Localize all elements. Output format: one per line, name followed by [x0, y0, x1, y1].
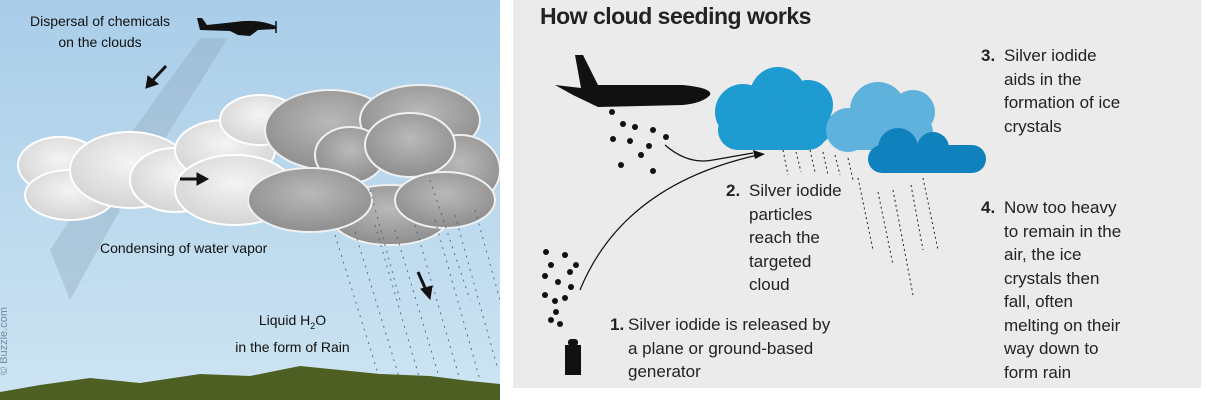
rain-label-line1: Liquid H2O	[215, 310, 370, 337]
step-line: melting on their	[1004, 315, 1121, 335]
ground-hills	[0, 366, 500, 400]
dark-clouds	[247, 84, 500, 246]
ground-generator-icon	[565, 345, 581, 375]
rain-streaks	[334, 179, 500, 381]
step-line: cloud	[749, 275, 790, 294]
right-panel-infographic: How cloud seeding works 1. Silver iodide…	[513, 0, 1201, 388]
subscript: 2	[310, 320, 316, 331]
airplane-icon	[555, 55, 711, 107]
down-arrow-icon	[416, 271, 428, 291]
step-line: crystals	[1004, 116, 1062, 136]
step-2: 2. Silver iodide particles reach the tar…	[726, 179, 842, 297]
arrow-head-icon	[753, 150, 765, 159]
step-line: to remain in the	[1004, 221, 1122, 241]
step-line: fall, often	[1004, 292, 1073, 311]
step-line: formation of ice	[1004, 93, 1121, 112]
left-illustration-graphic	[0, 0, 500, 400]
text: Liquid H	[258, 312, 311, 328]
rain-label: Liquid H2O in the form of Rain	[215, 310, 370, 358]
step-number: 1.	[610, 315, 625, 334]
cloud-blue	[715, 67, 833, 150]
step-line: air, the ice	[1004, 245, 1082, 264]
step-line: a plane or ground-based	[628, 338, 814, 358]
step-line: Silver iodide	[1004, 46, 1097, 65]
infographic-title: How cloud seeding works	[540, 3, 811, 29]
step-line: reach the	[749, 228, 820, 247]
falling-ice-streaks	[782, 149, 939, 296]
step-line: generator	[628, 362, 701, 381]
left-panel-illustration: Dispersal of chemicals on the clouds Con…	[0, 0, 500, 400]
step-line: Silver iodide	[749, 181, 842, 200]
arrows	[145, 64, 433, 301]
rain-label-line2: in the form of Rain	[235, 338, 350, 355]
step-line: targeted	[749, 251, 812, 271]
down-left-arrow-icon	[149, 64, 168, 84]
plane-particles	[609, 109, 669, 174]
text: O	[315, 312, 327, 328]
label-line: on the clouds	[58, 34, 142, 50]
dispersal-label: Dispersal of chemicals on the clouds	[10, 11, 190, 53]
step-number: 4.	[981, 198, 996, 217]
step-line: way down to	[1004, 339, 1099, 358]
step-number: 3.	[981, 46, 996, 65]
step-4: 4. Now too heavy to remain in the air, t…	[981, 196, 1121, 384]
generator-path-arrow	[579, 154, 759, 291]
label-line: Dispersal of chemicals	[29, 13, 171, 29]
step-line: aids in the	[1004, 69, 1082, 89]
cloud-dark-blue	[868, 128, 986, 173]
step-line: particles	[749, 204, 813, 224]
generator-particles	[542, 249, 579, 327]
watermark: © Buzzle.com	[0, 306, 11, 375]
step-3: 3. Silver iodide aids in the formation o…	[981, 44, 1120, 138]
step-line: Now too heavy	[1004, 198, 1117, 217]
particle-path-arrow	[664, 144, 754, 162]
right-infographic-graphic	[542, 55, 986, 375]
step-line: Silver iodide is released by	[628, 315, 831, 334]
step-number: 2.	[726, 181, 741, 200]
condensing-label: Condensing of water vapor	[100, 240, 268, 256]
generator-nozzle	[568, 339, 578, 346]
step-line: crystals then	[1004, 268, 1100, 288]
airplane-icon	[197, 18, 276, 36]
step-line: form rain	[1004, 362, 1072, 382]
step-1: 1. Silver iodide is released by a plane …	[610, 313, 830, 384]
